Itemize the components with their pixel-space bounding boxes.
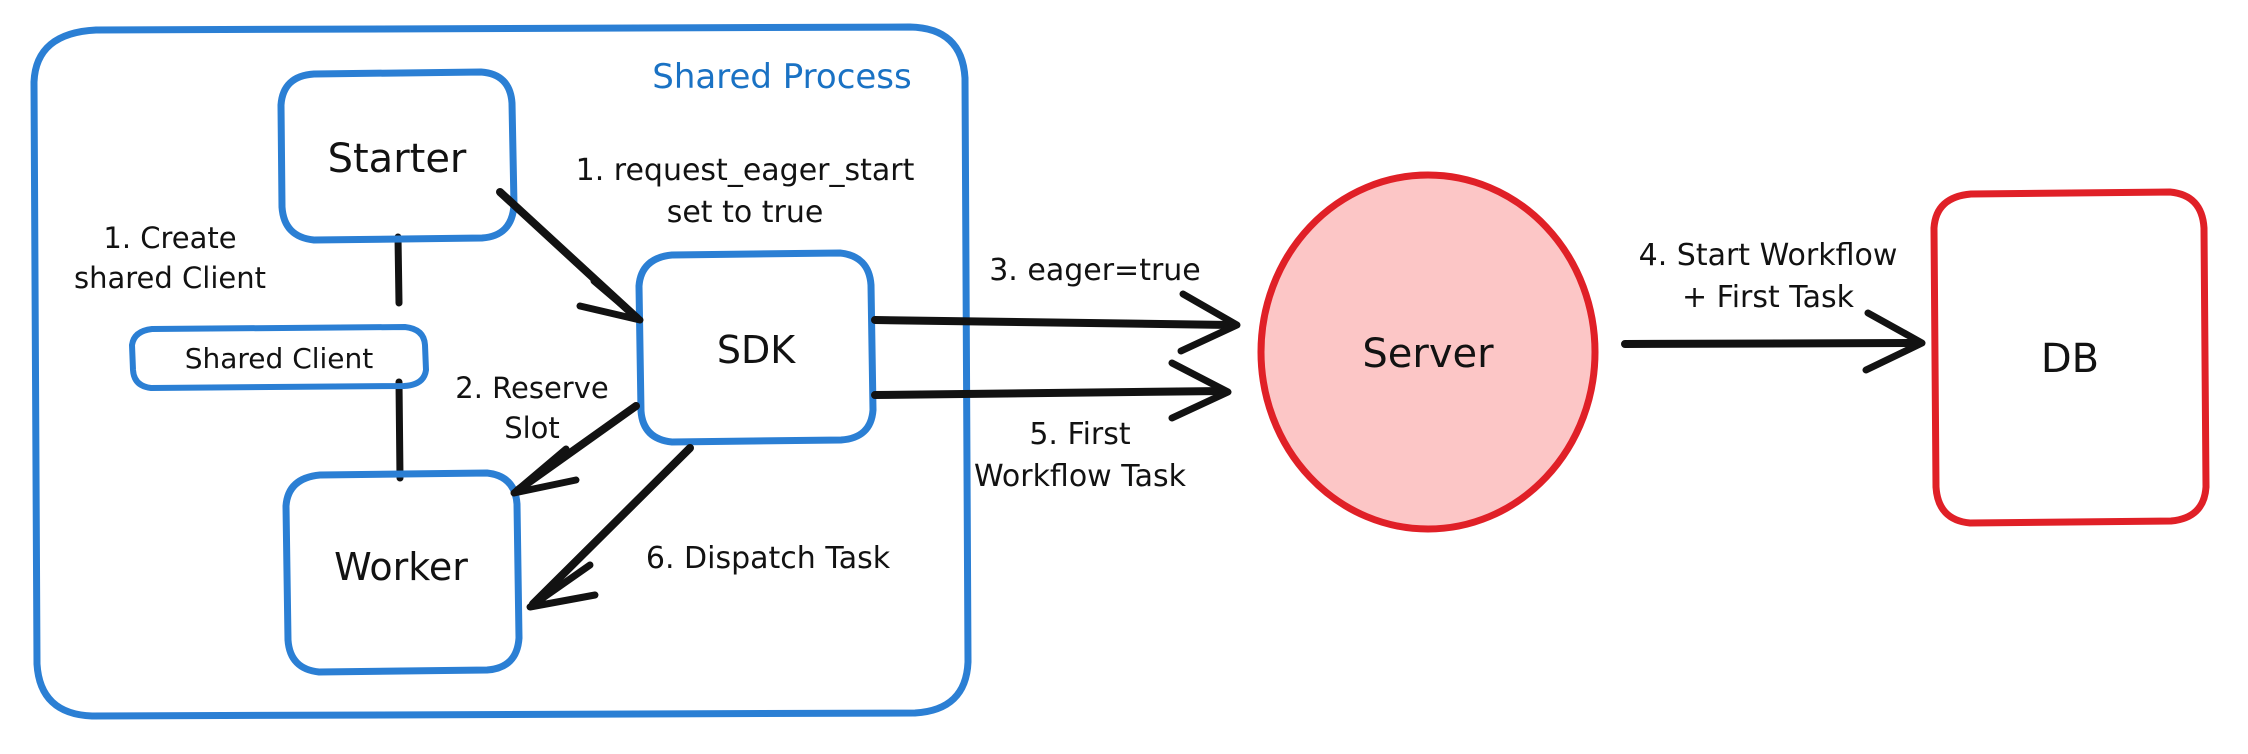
edge-request-eager-start-arrowhead <box>576 277 644 324</box>
edge-eager-true-label-line-0: 3. eager=true <box>989 253 1201 288</box>
node-server-shape <box>1257 171 1599 533</box>
node-db[interactable]: DB <box>1930 188 2210 527</box>
edge-start-workflow-line <box>1621 339 1921 348</box>
edge-create-shared-client-line-lower <box>395 378 404 482</box>
edge-reserve-slot[interactable] <box>510 402 640 497</box>
edge-start-workflow[interactable] <box>1621 309 1926 374</box>
edge-request-eager-start-label-line-1: set to true <box>667 195 824 230</box>
edge-first-workflow-task-arrowhead <box>1168 359 1232 422</box>
node-server[interactable]: Server <box>1257 171 1599 533</box>
edge-start-workflow-label-line-1: + First Task <box>1682 280 1855 315</box>
node-worker-label: Worker <box>334 545 468 589</box>
edge-reserve-slot-label: 2. Reserve Slot <box>455 371 608 445</box>
edge-request-eager-start-label-line-0: 1. request_eager_start <box>576 153 915 188</box>
node-worker-shape <box>282 469 523 676</box>
edge-eager-true[interactable] <box>871 290 1241 355</box>
edge-eager-true-label: 3. eager=true <box>989 253 1201 288</box>
edge-dispatch-task-label-line-0: 6. Dispatch Task <box>646 541 891 576</box>
edge-request-eager-start[interactable] <box>496 188 644 324</box>
group-shared-process-label: Shared Process <box>652 57 911 97</box>
edge-first-workflow-task-label-line-1: Workflow Task <box>974 459 1187 494</box>
edge-start-workflow-label: 4. Start Workflow + First Task <box>1639 238 1898 315</box>
node-db-label: DB <box>2041 336 2099 382</box>
node-worker[interactable]: Worker <box>282 469 523 676</box>
edge-start-workflow-label-line-0: 4. Start Workflow <box>1639 238 1898 273</box>
edge-first-workflow-task-label-line-0: 5. First <box>1029 417 1131 452</box>
edge-eager-true-arrowhead <box>1177 290 1241 355</box>
node-starter[interactable]: Starter <box>277 68 518 244</box>
edge-create-shared-client-line <box>394 233 403 307</box>
group-shared-process-outline <box>30 23 972 720</box>
edge-dispatch-task-label: 6. Dispatch Task <box>646 541 891 576</box>
edge-create-shared-client-label: 1. Create shared Client <box>74 221 266 295</box>
node-sdk-shape <box>635 249 877 446</box>
edge-start-workflow-arrowhead <box>1862 309 1926 374</box>
group-shared-process[interactable]: Shared Process <box>30 23 972 720</box>
edge-first-workflow-task[interactable] <box>871 359 1232 422</box>
node-starter-shape <box>277 68 518 244</box>
node-shared-client-shape <box>129 324 429 391</box>
node-db-shape <box>1930 188 2210 527</box>
node-shared-client[interactable]: Shared Client <box>129 324 429 391</box>
node-sdk[interactable]: SDK <box>635 249 877 446</box>
node-sdk-label: SDK <box>717 328 796 372</box>
edge-dispatch-task[interactable] <box>526 444 694 611</box>
edge-create-shared-client-label-line-0: 1. Create <box>103 221 236 255</box>
edge-first-workflow-task-line <box>871 387 1228 399</box>
edge-create-shared-client-label-line-1: shared Client <box>74 261 266 295</box>
edge-request-eager-start-label: 1. request_eager_start set to true <box>576 153 915 230</box>
node-starter-label: Starter <box>328 136 467 182</box>
edge-eager-true-line <box>871 316 1236 329</box>
node-server-label: Server <box>1362 331 1494 377</box>
edge-reserve-slot-arrowhead <box>510 445 580 497</box>
edge-dispatch-task-line <box>529 444 694 608</box>
edge-first-workflow-task-label: 5. First Workflow Task <box>974 417 1187 494</box>
edge-reserve-slot-label-line-0: 2. Reserve <box>455 371 608 405</box>
node-shared-client-label: Shared Client <box>185 342 374 375</box>
edge-create-shared-client[interactable] <box>394 233 404 482</box>
edge-dispatch-task-arrowhead <box>526 561 599 611</box>
edge-reserve-slot-label-line-1: Slot <box>504 411 560 445</box>
